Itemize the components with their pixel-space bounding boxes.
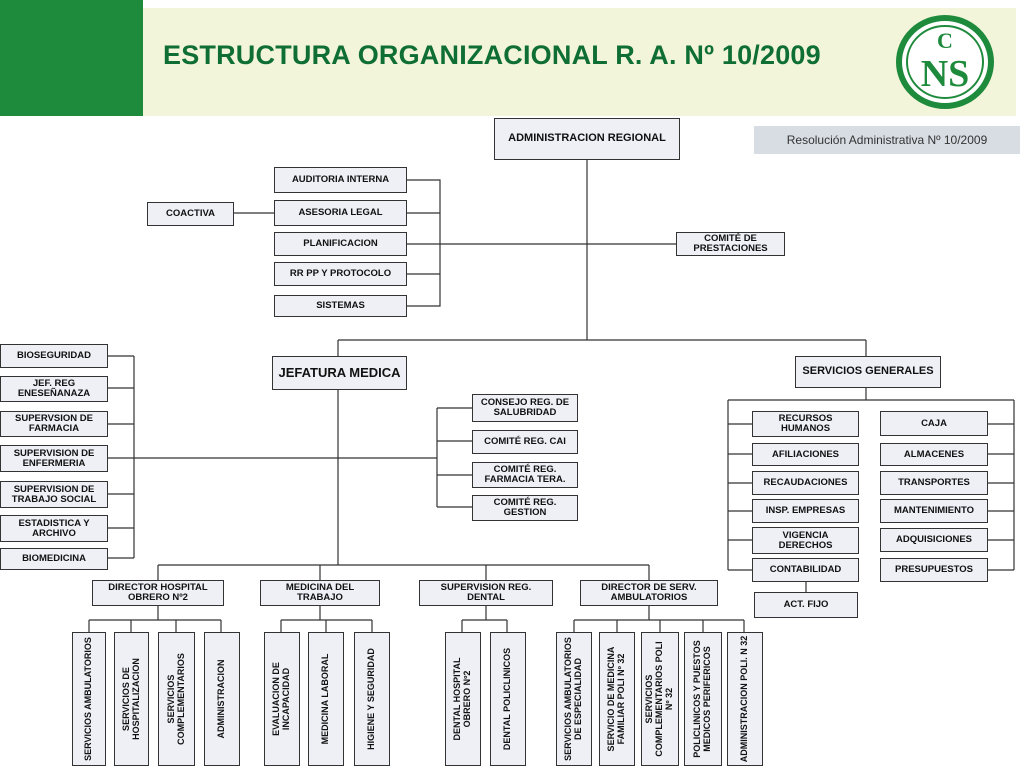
vbox-evaluacion-incapacidad: EVALUACION DE INCAPACIDAD bbox=[264, 632, 300, 766]
resolution-label: Resolución Administrativa Nº 10/2009 bbox=[754, 126, 1020, 154]
box-coactiva: COACTIVA bbox=[147, 202, 234, 226]
box-consejo-salubridad: CONSEJO REG. DE SALUBRIDAD bbox=[472, 394, 578, 422]
vbox-dental-hospital: DENTAL HOSPITAL OBRERO Nº2 bbox=[445, 632, 481, 766]
vbox-servicios-complementarios: SERVICIOS COMPLEMENTARIOS bbox=[158, 632, 195, 766]
box-administracion-regional: ADMINISTRACION REGIONAL bbox=[494, 118, 680, 160]
box-director-hospital: DIRECTOR HOSPITAL OBRERO Nº2 bbox=[92, 580, 224, 606]
box-vigencia-derechos: VIGENCIA DERECHOS bbox=[752, 527, 859, 554]
box-adquisiciones: ADQUISICIONES bbox=[880, 528, 988, 552]
box-presupuestos: PRESUPUESTOS bbox=[880, 558, 988, 582]
vbox-servicios-ambulatorios: SERVICIOS AMBULATORIOS bbox=[72, 632, 106, 766]
vbox-medicina-familiar: SERVICIO DE MEDICINA FAMILIAR POLI Nº 32 bbox=[599, 632, 635, 766]
box-almacenes: ALMACENES bbox=[880, 443, 988, 466]
box-comite-farmacia: COMITÉ REG. FARMACIA TERA. bbox=[472, 462, 578, 488]
box-recaudaciones: RECAUDACIONES bbox=[752, 471, 859, 495]
box-auditoria-interna: AUDITORIA INTERNA bbox=[274, 167, 407, 193]
box-medicina-trabajo: MEDICINA DEL TRABAJO bbox=[260, 580, 380, 606]
box-asesoria-legal: ASESORIA LEGAL bbox=[274, 200, 407, 226]
box-act-fijo: ACT. FIJO bbox=[754, 592, 858, 618]
box-insp-empresas: INSP. EMPRESAS bbox=[752, 499, 859, 523]
box-mantenimiento: MANTENIMIENTO bbox=[880, 499, 988, 523]
box-planificacion: PLANIFICACION bbox=[274, 232, 407, 256]
vbox-servicios-complementarios-poli: SERVICIOS COMPLEMENTARIOS POLI Nº 32 bbox=[641, 632, 679, 766]
header-green-block bbox=[0, 0, 143, 116]
cns-logo: C NS bbox=[896, 15, 994, 109]
logo-bottom-letters: NS bbox=[921, 53, 970, 95]
box-transportes: TRANSPORTES bbox=[880, 471, 988, 495]
box-jefatura-medica: JEFATURA MEDICA bbox=[272, 356, 407, 390]
vbox-administracion: ADMINISTRACION bbox=[204, 632, 240, 766]
vbox-servicios-hospitalizacion: SERVICIOS DE HOSPITALIZACION bbox=[114, 632, 149, 766]
vbox-policlinicos-perifericos: POLICLINICOS Y PUESTOS MEDICOS PERIFERIC… bbox=[684, 632, 722, 766]
box-bioseguridad: BIOSEGURIDAD bbox=[0, 344, 108, 368]
logo-top-letter: C bbox=[937, 28, 953, 53]
box-supervision-enfermeria: SUPERVISION DE ENFERMERIA bbox=[0, 445, 108, 472]
box-comite-cai: COMITÉ REG. CAI bbox=[472, 430, 578, 454]
box-supervision-farmacia: SUPERVSION DE FARMACIA bbox=[0, 411, 108, 437]
box-supervision-dental: SUPERVISION REG. DENTAL bbox=[419, 580, 553, 606]
box-director-ambulatorios: DIRECTOR DE SERV. AMBULATORIOS bbox=[580, 580, 718, 606]
header-band bbox=[143, 8, 1016, 116]
box-estadistica-archivo: ESTADISTICA Y ARCHIVO bbox=[0, 515, 108, 542]
vbox-medicina-laboral: MEDICINA LABORAL bbox=[308, 632, 344, 766]
box-caja: CAJA bbox=[880, 411, 988, 436]
box-sistemas: SISTEMAS bbox=[274, 295, 407, 317]
box-contabilidad: CONTABILIDAD bbox=[752, 558, 859, 582]
vbox-administracion-poli: ADMINISTRACION POLI. N 32 bbox=[727, 632, 763, 766]
box-biomedicina: BIOMEDICINA bbox=[0, 548, 108, 570]
box-rrpp-protocolo: RR PP Y PROTOCOLO bbox=[274, 262, 407, 286]
box-recursos-humanos: RECURSOS HUMANOS bbox=[752, 411, 859, 437]
box-afiliaciones: AFILIACIONES bbox=[752, 443, 859, 466]
box-jef-reg-ensenanza: JEF. REG ENESEÑANAZA bbox=[0, 376, 108, 402]
box-servicios-generales: SERVICIOS GENERALES bbox=[795, 356, 941, 388]
box-comite-prestaciones: COMITÉ DE PRESTACIONES bbox=[676, 232, 785, 256]
vbox-servicios-amb-especialidad: SERVICIOS AMBULATORIOS DE ESPECIALIDAD bbox=[556, 632, 592, 766]
box-comite-gestion: COMITÉ REG. GESTION bbox=[472, 495, 578, 521]
box-supervision-trabajo-social: SUPERVISION DE TRABAJO SOCIAL bbox=[0, 481, 108, 508]
page-title: ESTRUCTURA ORGANIZACIONAL R. A. Nº 10/20… bbox=[163, 40, 821, 70]
vbox-higiene-seguridad: HIGIENE Y SEGURIDAD bbox=[354, 632, 390, 766]
vbox-dental-policlinicos: DENTAL POLICLINICOS bbox=[490, 632, 526, 766]
